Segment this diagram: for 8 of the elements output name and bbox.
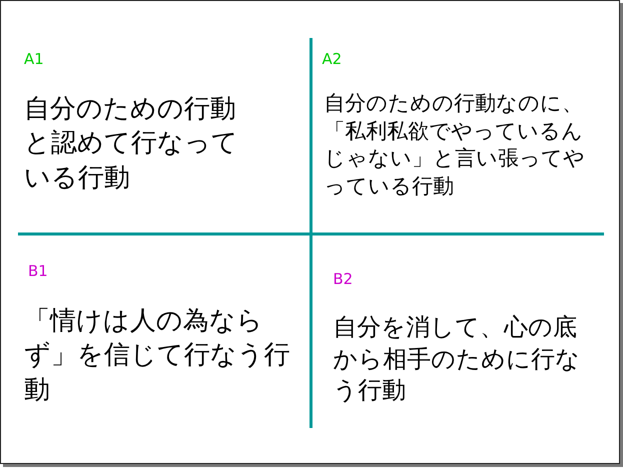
quadrant-text: 自分を消して、心の底から相手のために行なう行動 (333, 312, 581, 406)
quadrant-text: 「情けは人の為ならず」を信じて行なう行動 (24, 305, 291, 407)
quadrant-tag: B2 (333, 270, 353, 288)
quadrant-text: 自分のための行動なのに、「私利私欲でやっているんじゃない」と言い張ってやっている行動 (324, 90, 586, 200)
quadrant-text: 自分のための行動と認めて行なっている行動 (24, 93, 239, 195)
quadrant-tag: A1 (24, 50, 44, 68)
quadrant-tag: A2 (322, 50, 342, 68)
quadrant-tag: B1 (28, 262, 48, 280)
